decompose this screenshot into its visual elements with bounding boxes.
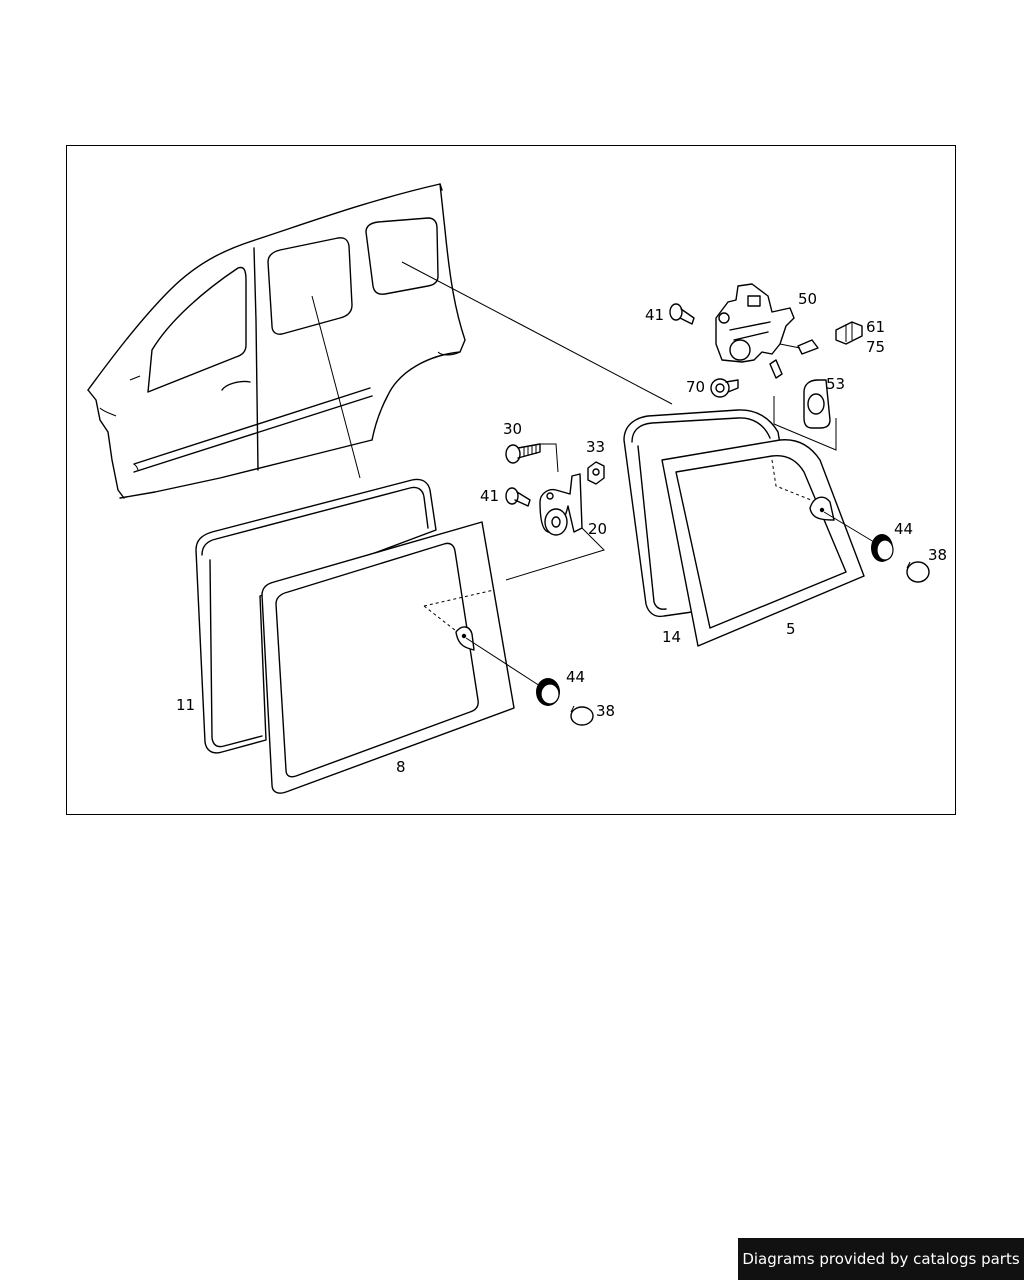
part-61-75-connector	[835, 321, 863, 345]
label-part-70: 70	[686, 378, 705, 396]
leader-line	[311, 295, 361, 479]
label-part-38-left: 38	[596, 702, 615, 720]
leader-line	[773, 396, 837, 451]
leader-line	[823, 511, 875, 543]
part-30-bolt	[505, 443, 541, 464]
part-20-bracket	[539, 473, 583, 536]
label-part-41-right: 41	[645, 306, 664, 324]
leader-line	[505, 527, 605, 581]
label-part-11: 11	[176, 696, 195, 714]
part-44-grommet-right	[871, 534, 894, 562]
part-8-glass	[261, 521, 515, 794]
part-38-cap-left	[570, 705, 594, 726]
vehicle-body	[87, 183, 466, 499]
diagram-frame	[66, 145, 956, 815]
label-part-44-left: 44	[566, 668, 585, 686]
part-50-mechanism	[715, 283, 819, 379]
label-part-75: 75	[866, 338, 885, 356]
leader-line	[465, 637, 541, 687]
label-part-14: 14	[662, 628, 681, 646]
label-part-41-left: 41	[480, 487, 499, 505]
label-part-38-right: 38	[928, 546, 947, 564]
label-part-5: 5	[786, 620, 796, 638]
part-38-cap-right	[906, 561, 930, 583]
part-70-bolt	[710, 378, 739, 398]
part-44-grommet-left	[536, 678, 560, 706]
leader-line	[401, 261, 673, 405]
part-11-seal	[195, 478, 437, 754]
part-41-screw-right	[669, 303, 695, 325]
part-41-screw-left	[505, 487, 531, 507]
part-33-nut	[587, 461, 605, 485]
label-part-53: 53	[826, 375, 845, 393]
footer-credit: Diagrams provided by catalogs parts	[738, 1238, 1024, 1280]
label-part-50: 50	[798, 290, 817, 308]
label-part-61: 61	[866, 318, 885, 336]
label-part-33: 33	[586, 438, 605, 456]
leader-line	[540, 443, 559, 473]
label-part-44-right: 44	[894, 520, 913, 538]
part-53-cover	[803, 379, 831, 429]
part-5-glass	[661, 439, 865, 647]
label-part-30: 30	[503, 420, 522, 438]
label-part-8: 8	[396, 758, 406, 776]
label-part-20: 20	[588, 520, 607, 538]
